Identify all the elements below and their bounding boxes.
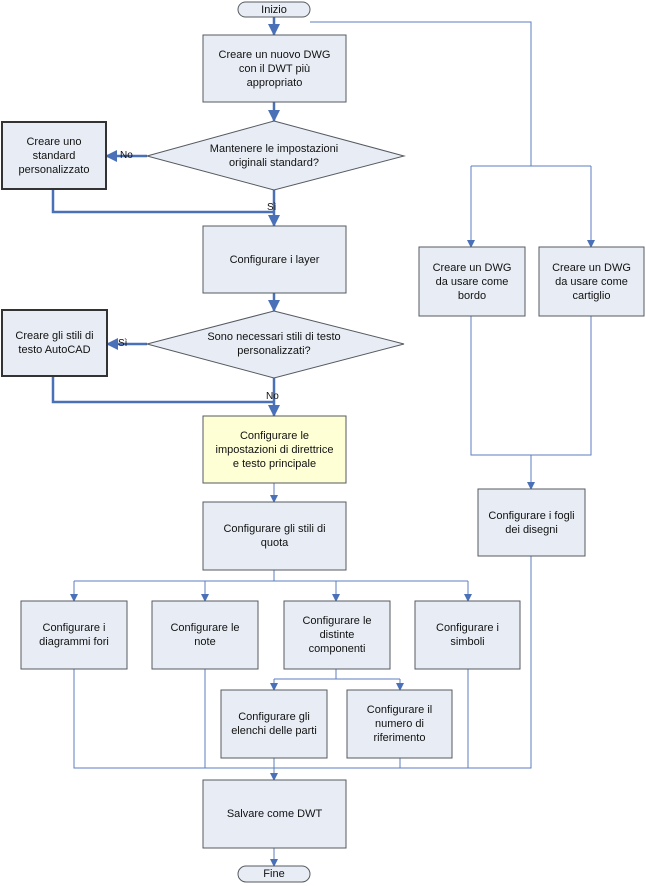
text-styles-label: Creare gli stili di testo AutoCAD [15, 330, 94, 356]
edge-right-merge [470, 316, 592, 456]
custom-standard-label: Creare uno standard personalizzato [18, 135, 90, 176]
end-label: Fine [263, 868, 285, 880]
dim-styles-label: Configurare gli stili di quota [223, 523, 326, 549]
start-label: Inizio [261, 3, 287, 16]
sheets-label: Configurare i fogli dei disegni [488, 509, 575, 536]
bom-box [283, 600, 391, 670]
new-dwg-box [202, 34, 347, 103]
branch-label-no-2: No [266, 391, 279, 402]
leader-settings-label: Configurare le impostazioni di direttric… [215, 429, 334, 470]
save-dwt-label: Salvare come DWT [226, 808, 323, 820]
connectors [51, 17, 595, 867]
border-box [418, 246, 526, 317]
keep-standard-decision [145, 120, 406, 191]
layers-box [202, 225, 347, 294]
keep-standard-label: Mantenere le impostazioni originali stan… [209, 143, 339, 169]
symbols-box [414, 600, 521, 670]
title-block-box [538, 246, 645, 317]
hole-charts-box [20, 600, 128, 670]
edge-symbols-collect [274, 669, 469, 769]
bom-label: Configurare le distinte componenti [302, 615, 372, 655]
start-terminator [237, 1, 311, 18]
balloons-box [346, 689, 453, 759]
dim-styles-box [202, 501, 347, 571]
end-terminator [237, 865, 311, 883]
notes-box [151, 600, 259, 670]
balloons-label: Configurare il numero di riferimento [366, 704, 433, 744]
layers-label: Configurare i layer [229, 253, 320, 266]
branch-label-si-2: Sì [118, 338, 128, 349]
parts-lists-box [220, 689, 328, 759]
edge-start-right [310, 21, 532, 166]
need-text-styles-label: Sono necessari stili di testo personaliz… [207, 331, 341, 357]
branch-label-si-1: Sì [267, 202, 277, 213]
symbols-label: Configurare i simboli [436, 622, 499, 648]
new-dwg-label: Creare un nuovo DWG con il DWT più appro… [218, 48, 331, 89]
sheets-box [477, 488, 586, 557]
parts-lists-label: Configurare gli elenchi delle parti [231, 711, 317, 737]
custom-standard-box [1, 121, 107, 190]
text-styles-box [1, 309, 108, 377]
hole-charts-label: Configurare i diagrammi fori [39, 622, 109, 648]
leader-settings-box [202, 415, 347, 484]
border-label: Creare un DWG da usare come bordo [432, 261, 512, 302]
edge-textstyles-back [51, 376, 274, 404]
title-block-label: Creare un DWG da usare come cartiglio [552, 261, 631, 302]
need-text-styles-decision [145, 310, 405, 379]
branch-label-no-1: No [120, 150, 133, 161]
notes-label: Configurare le note [170, 622, 240, 648]
save-dwt-box [202, 779, 347, 849]
edge-customstd-back [51, 189, 274, 214]
edge-holecharts-collect [73, 669, 274, 769]
